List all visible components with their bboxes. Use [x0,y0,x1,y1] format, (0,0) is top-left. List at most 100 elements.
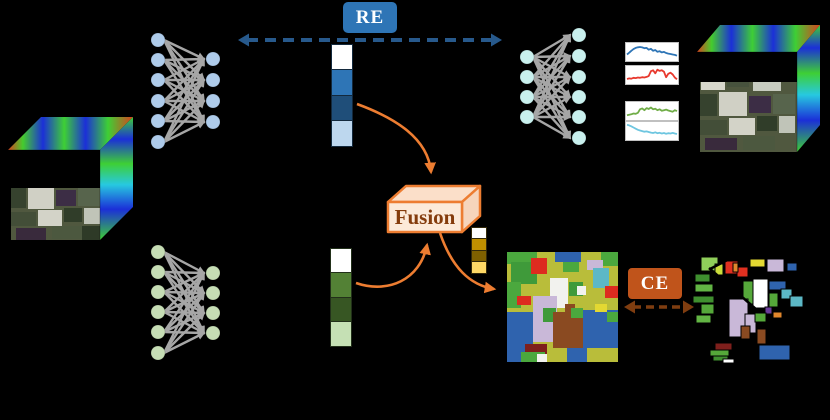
network-node [205,114,221,130]
map-patch [601,252,618,266]
map-patch [694,283,714,293]
blue-spectrum [626,46,678,57]
network-edge [163,311,206,354]
re-badge: RE [343,2,397,33]
network-edge [163,331,206,355]
map-patch [700,303,715,315]
network-edge [163,271,205,333]
map-patch [565,304,575,312]
green-spectrum [626,106,678,117]
map-patch [752,278,769,309]
map-patch [749,258,766,268]
network-node [571,27,587,43]
network-edge [531,54,572,118]
network-node [571,69,587,85]
map-patch [563,262,579,272]
map-patch [764,306,773,315]
spatial-feature-vector [330,247,352,347]
network-node [205,93,221,109]
feature-cell [331,69,353,96]
map-patch [754,312,767,323]
map-patch [521,352,545,362]
feature-cell [471,261,487,274]
network-node [150,52,166,68]
feature-cell [331,43,353,71]
network-edge [162,57,206,122]
map-patch [555,252,581,262]
map-patch [607,312,618,322]
network-edge [532,95,572,119]
fusion-label: Fusion [394,204,456,229]
map-patch [525,344,547,354]
ce-label: CE [640,272,670,294]
map-patch [507,252,537,264]
network-edge [163,55,206,64]
network-node [150,244,166,260]
network-edge [163,268,206,277]
network-node [571,48,587,64]
network-node [150,284,166,300]
network-node [205,325,221,341]
fusion-to-map-arrow [438,232,497,294]
ground-truth-map [693,252,815,365]
map-patch [511,262,537,284]
map-patch [577,286,586,295]
map-patch [768,292,779,308]
map-patch [543,308,556,322]
feature-cell [330,321,352,347]
network-node [205,72,221,88]
classification-result-map [507,252,618,362]
map-patch [605,286,618,298]
network-edge [162,57,206,143]
map-patch [768,280,787,291]
map-patch [693,295,715,304]
network-edge [531,33,572,98]
map-patch [780,288,793,300]
cross-entropy-loss-arrow [622,298,696,316]
network-node [519,49,535,65]
network-edge [162,271,206,354]
cyan-spectrum [626,123,678,135]
network-node [571,89,587,105]
network-node [205,265,221,281]
network-node [150,324,166,340]
ce-badge: CE [628,268,682,299]
map-patch [595,304,607,312]
map-patch [722,358,735,364]
network-node [519,109,535,125]
network-edge [163,99,206,143]
fusion-flow-arrows [340,95,510,305]
network-edge [532,115,572,140]
feature-cell [331,120,353,147]
reconstructed-hsi-cube [694,22,822,154]
map-patch [537,354,547,362]
network-node [150,304,166,320]
network-node [205,305,221,321]
network-node [150,32,166,48]
network-node [150,93,166,109]
network-node [571,109,587,125]
network-node [571,130,587,146]
network-node [519,69,535,85]
network-edge [163,120,206,144]
spatial-encoder-network [145,240,230,365]
network-node [150,345,166,361]
input-hsi-cube [5,112,137,244]
fusion-module-box [380,180,490,240]
network-node [519,89,535,105]
network-edge [163,250,206,275]
map-patch [695,314,712,324]
network-node [205,285,221,301]
network-node [150,113,166,129]
map-patch [593,268,609,288]
map-patch [732,262,739,273]
map-patch [714,342,733,351]
network-edge [163,38,206,61]
fused-feature-vector [471,226,487,274]
map-patch [567,348,587,362]
map-patch [740,325,751,340]
map-patch [766,258,785,273]
map-patch [587,260,603,270]
network-edge [531,33,572,118]
map-patch [756,328,767,345]
